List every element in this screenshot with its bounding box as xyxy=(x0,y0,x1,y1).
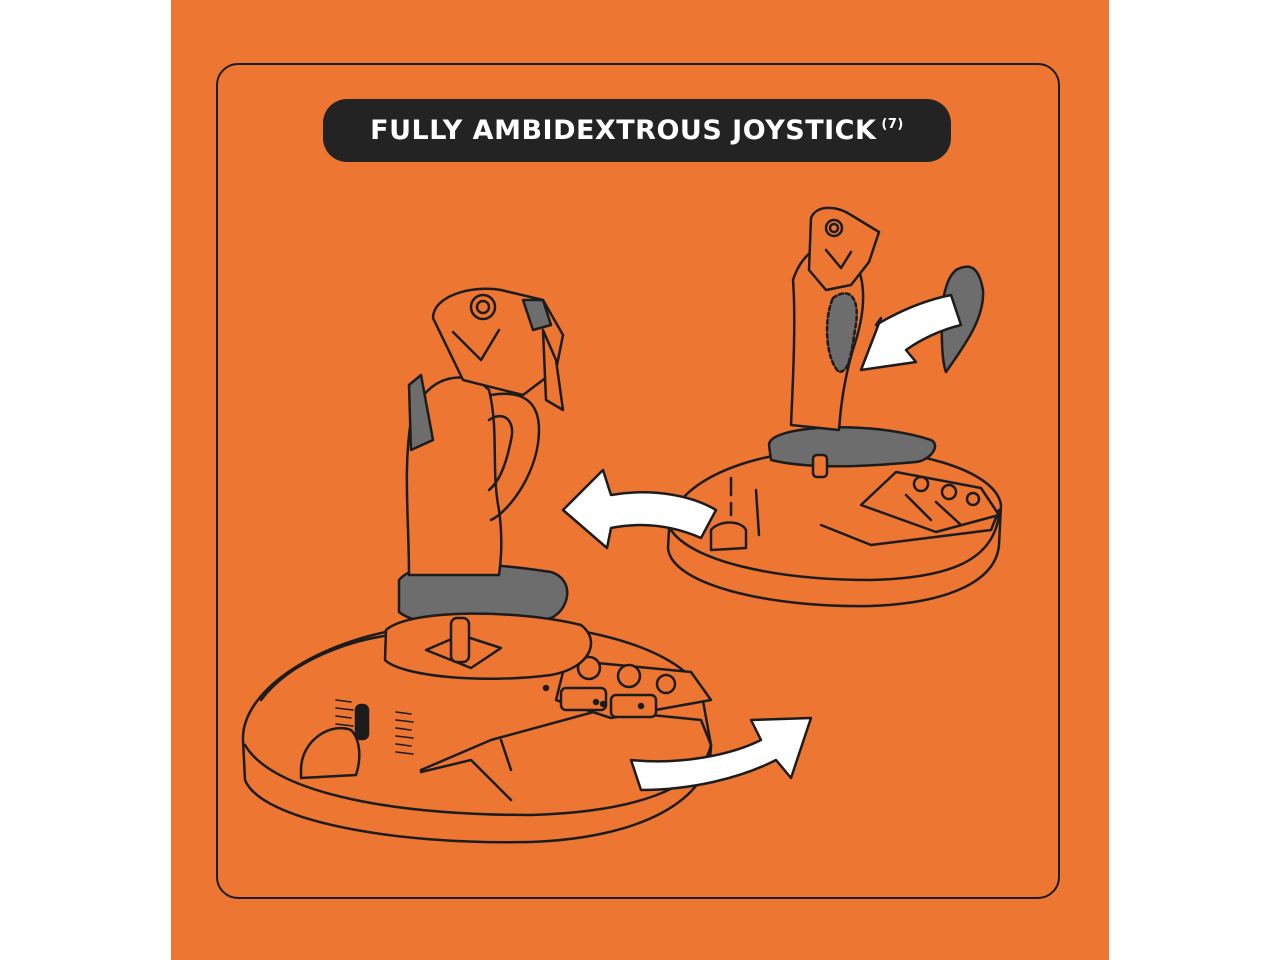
swap-arrow-icon xyxy=(859,293,963,372)
joystick-illustration xyxy=(241,206,1003,844)
swap-arrow-icon xyxy=(561,468,718,550)
title-text: FULLY AMBIDEXTROUS JOYSTICK xyxy=(370,115,877,146)
title-footnote: (7) xyxy=(881,117,904,132)
title-banner: FULLY AMBIDEXTROUS JOYSTICK (7) xyxy=(323,99,951,162)
big-joystick xyxy=(241,287,713,844)
small-joystick xyxy=(666,206,1003,608)
panel-frame xyxy=(216,63,1060,899)
swap-arrow-icon xyxy=(629,716,813,792)
illustration-panel: FULLY AMBIDEXTROUS JOYSTICK (7) xyxy=(171,0,1109,960)
wing-rest-piece xyxy=(940,265,985,374)
